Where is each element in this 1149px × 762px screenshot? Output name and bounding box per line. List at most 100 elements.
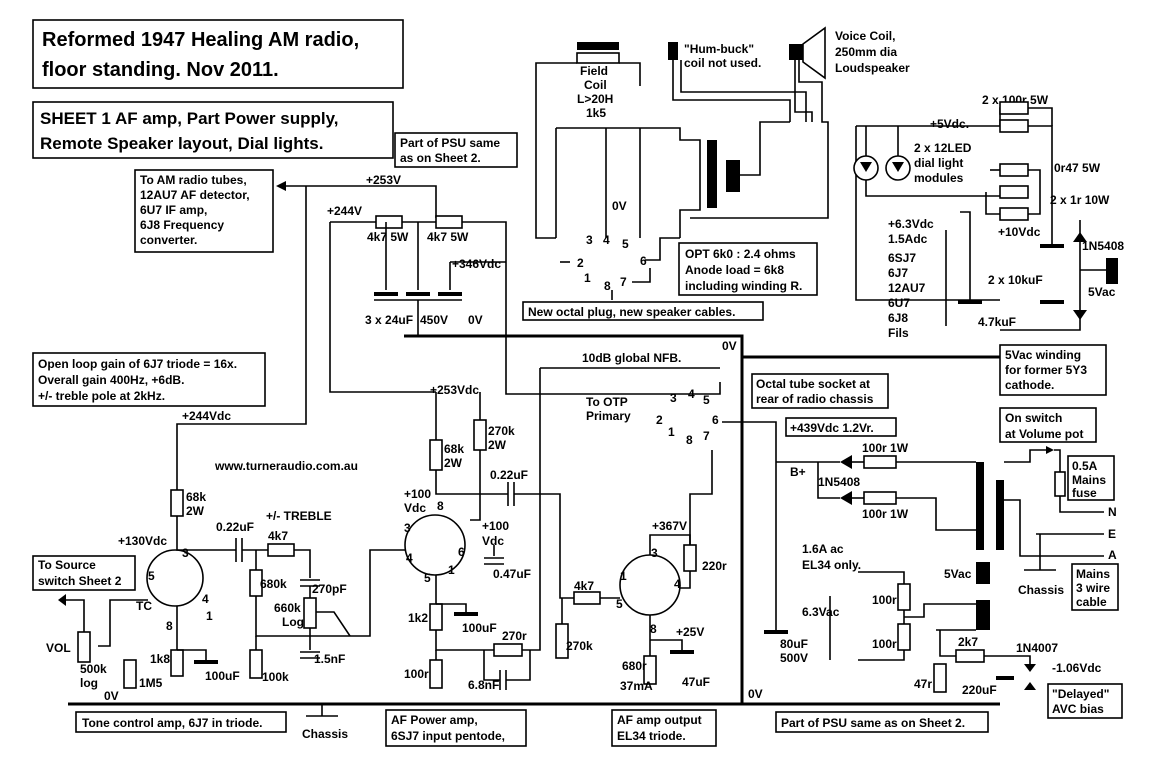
r-1r-a: [999, 185, 1029, 199]
on-switch-1: On switch: [1005, 411, 1062, 425]
pin-e-label: E: [1108, 527, 1116, 541]
svg-text:1: 1: [668, 425, 675, 439]
am-tubes-2: 12AU7 AF detector,: [140, 188, 250, 202]
wire-2k7: [939, 630, 956, 657]
cap-24uf-3: [438, 292, 462, 296]
title-line-2: floor standing. Nov 2011.: [42, 59, 279, 81]
r-100r-1w-b: [863, 491, 897, 505]
wire-to-el34: [514, 493, 574, 599]
cath-el34-cap: [650, 639, 683, 650]
c47k-label: 4.7kuF: [978, 315, 1016, 329]
source-2: switch Sheet 2: [38, 574, 122, 588]
sheet-line-1: SHEET 1 AF amp, Part Power supply,: [40, 109, 339, 128]
wire-to-6sj7: [350, 549, 410, 637]
on-switch-2: at Volume pot: [1005, 427, 1083, 441]
svg-text:5: 5: [622, 237, 629, 251]
vol-arrow-icon: [58, 594, 66, 606]
v5ac-label: 5Vac: [1088, 285, 1116, 299]
af-output-1: AF amp output: [617, 713, 702, 727]
octal-plug-box: [522, 301, 764, 321]
cap-4-7kuf: [958, 300, 982, 304]
b-plus-wire: [722, 421, 777, 620]
svg-text:7: 7: [703, 429, 710, 443]
cap-100uf-a: [194, 660, 218, 664]
opt-0v-label: 0V: [612, 199, 627, 213]
r270k-top-label: 270k: [488, 424, 515, 438]
pin1-b: 1: [448, 563, 455, 577]
octal-plug-note: New octal plug, new speaker cables.: [528, 305, 735, 319]
humbuck-1: "Hum-buck": [684, 42, 754, 56]
ma37-label: 37mA: [620, 679, 653, 693]
r100k-label: 100k: [262, 670, 289, 684]
opt-secondary: [726, 160, 740, 192]
svg-text:7: 7: [620, 275, 627, 289]
zero-left: 0V: [104, 689, 119, 703]
svg-text:2: 2: [577, 256, 584, 270]
switch-wire-b: [1054, 449, 1061, 472]
r2x100r-label: 2 x 100r 5W: [982, 93, 1049, 107]
r-1k8: [170, 649, 184, 677]
pin8-c: 8: [650, 622, 657, 636]
r-100r: [429, 659, 443, 689]
led-left-rail: [855, 126, 1000, 301]
diode-1n4007-icon: [1024, 664, 1036, 672]
v367-label: +367V: [652, 519, 687, 533]
field-coil-wire-right: [619, 62, 641, 86]
sheet-line-2: Remote Speaker layout, Dial lights.: [40, 134, 323, 153]
d1n5408b-label: 1N5408: [1082, 239, 1124, 253]
treble-label: +/- TREBLE: [266, 509, 332, 523]
humbuck-2: coil not used.: [684, 56, 761, 70]
wire-b: [462, 221, 507, 336]
r4k7a-label: 4k7 5W: [367, 230, 409, 244]
plug-wire-7: [632, 268, 651, 283]
r-2k7: [955, 649, 985, 663]
r-1k2: [429, 603, 443, 631]
bridge-wire: [1000, 220, 1081, 331]
r2x1r-label: 2 x 1r 10W: [1050, 193, 1110, 207]
pin3-a: 3: [182, 546, 189, 560]
c047-label: 0.47uF: [493, 567, 531, 581]
svg-text:3: 3: [586, 233, 593, 247]
nfb-wire: [505, 336, 721, 395]
pin-n-label: N: [1108, 505, 1117, 519]
c2x10k-label: 2 x 10kuF: [988, 273, 1043, 287]
fils-2: 1.5Adc: [888, 232, 928, 246]
bplus-label: B+: [790, 465, 806, 479]
zero-mid: 0V: [722, 339, 737, 353]
dial-leds-3: modules: [914, 171, 964, 185]
avc-2: AVC bias: [1052, 702, 1104, 716]
pot660k-label: 660k: [274, 601, 301, 615]
humbuck-wire-2: [680, 60, 807, 122]
wire-68nf-b: [506, 650, 531, 681]
ground-rail-mid: [404, 334, 744, 704]
r0r47-label: 0r47 5W: [1054, 161, 1101, 175]
avc-box: [1047, 683, 1123, 719]
pin-a-label: A: [1108, 548, 1117, 562]
cap-10kuf-a: [1040, 244, 1064, 248]
zero-right: 0V: [748, 687, 763, 701]
r1k8-label: 1k8: [150, 652, 170, 666]
mains-3: cable: [1076, 595, 1107, 609]
r680r-label: 680r: [622, 659, 647, 673]
r680k-label: 680k: [260, 577, 287, 591]
c270pf-label: 270pF: [312, 582, 347, 596]
bplus-b: [817, 462, 840, 499]
r68k-b-label: 68k: [444, 442, 464, 456]
fil-wire-b: [858, 650, 905, 661]
r-4k7-t: [267, 543, 295, 557]
c220uf-label: 220uF: [962, 683, 997, 697]
anode-6sj7: [435, 470, 508, 495]
website: www.turneraudio.com.au: [214, 459, 358, 473]
r-680r: [643, 655, 657, 685]
octal-socket-box: [751, 373, 889, 409]
field-coil-3: L>20H: [577, 92, 613, 106]
wire-253-drop: [329, 222, 436, 393]
wire-68nf-a: [483, 650, 500, 681]
af-output-box: [611, 709, 717, 747]
pin4-a: 4: [202, 592, 209, 606]
c022-a-label: 0.22uF: [216, 520, 254, 534]
mains-box: [1071, 563, 1119, 611]
r100r-a-label: 100r: [872, 593, 897, 607]
opt-box: [678, 242, 818, 296]
cap-10kuf-b: [1040, 300, 1064, 304]
